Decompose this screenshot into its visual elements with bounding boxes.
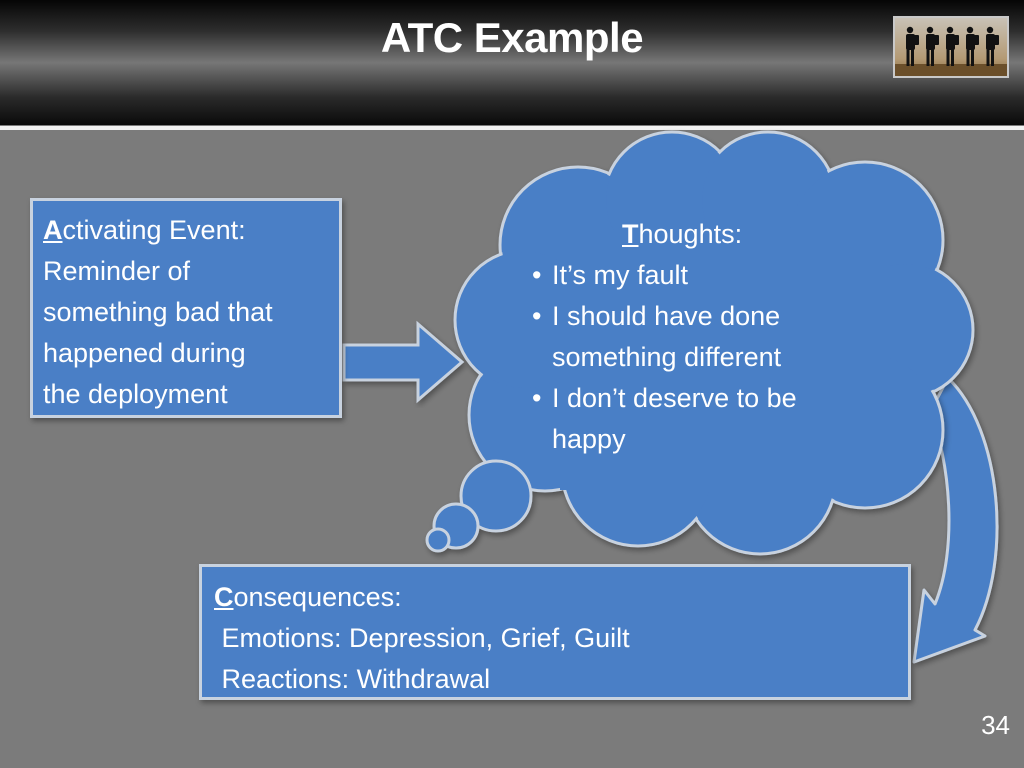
curved-down-arrow bbox=[912, 376, 999, 664]
activating-heading-text: ctivating Event: bbox=[62, 215, 246, 245]
title-bar bbox=[0, 0, 1024, 125]
thought-item: I don’t deserve to be happy bbox=[530, 378, 870, 460]
consequences-box: Consequences: Emotions: Depression, Grie… bbox=[199, 564, 911, 700]
thoughts-heading-text: houghts: bbox=[638, 219, 743, 249]
consequences-initial: C bbox=[214, 582, 234, 612]
thoughts-initial: T bbox=[622, 219, 639, 249]
consequences-heading-text: onsequences: bbox=[233, 582, 402, 612]
activating-line: Reminder of bbox=[43, 256, 191, 286]
activating-line: happened during bbox=[43, 338, 246, 368]
slide-number: 34 bbox=[981, 710, 1010, 740]
consequences-heading: Consequences: bbox=[214, 577, 896, 618]
thoughts-content: Thoughts: It’s my fault I should have do… bbox=[530, 214, 870, 460]
thoughts-heading: Thoughts: bbox=[622, 214, 870, 255]
soldiers-silhouette-logo bbox=[893, 16, 1009, 78]
right-block-arrow bbox=[342, 320, 465, 404]
title-divider bbox=[0, 126, 1024, 130]
thought-item: I should have done something different bbox=[530, 296, 870, 378]
activating-event-box: Activating Event: Reminder of something … bbox=[30, 198, 342, 418]
slide-title: ATC Example bbox=[380, 14, 644, 61]
thoughts-list: It’s my fault I should have done somethi… bbox=[530, 255, 870, 460]
consequences-line: Emotions: Depression, Grief, Guilt bbox=[214, 623, 630, 653]
activating-initial: A bbox=[43, 215, 63, 245]
activating-heading: Activating Event: bbox=[43, 210, 329, 251]
thought-item: It’s my fault bbox=[530, 255, 870, 296]
consequences-line: Reactions: Withdrawal bbox=[214, 664, 491, 694]
activating-line: something bad that bbox=[43, 297, 273, 327]
activating-line: the deployment bbox=[43, 379, 228, 409]
